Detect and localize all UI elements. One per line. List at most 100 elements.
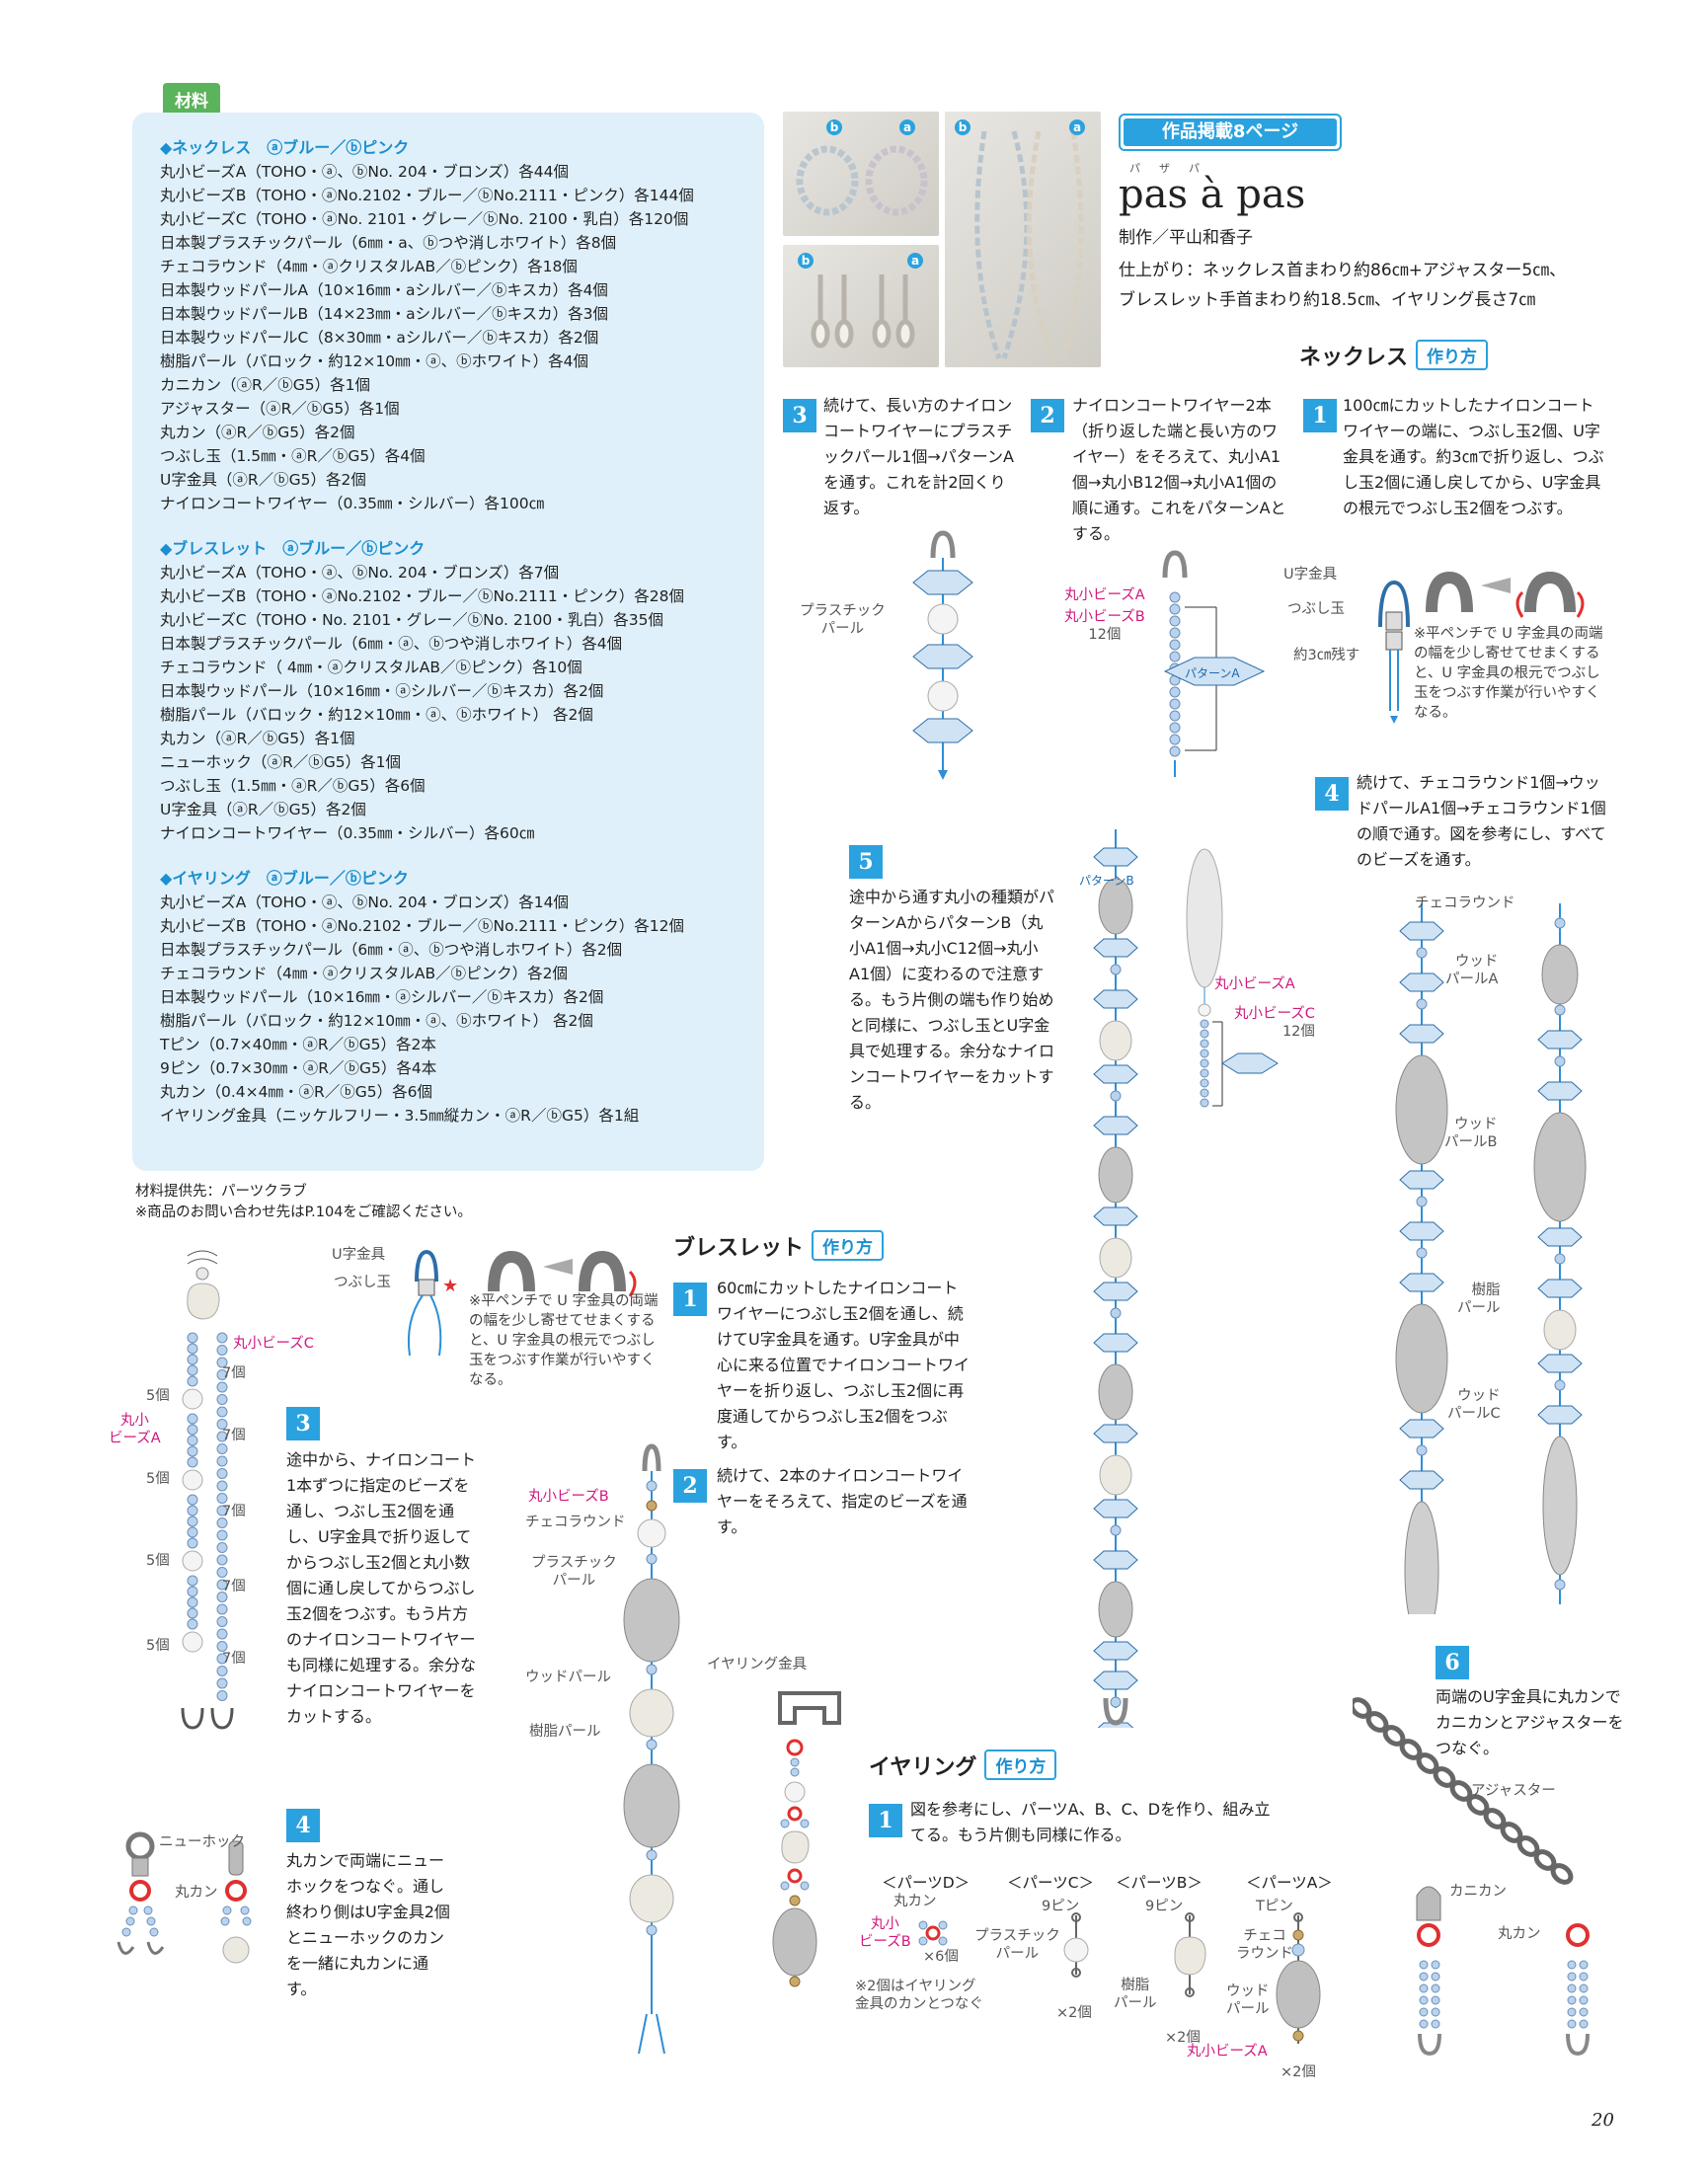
strand-pattern-b: パターンB <box>1079 872 1134 889</box>
earring-material-item: 9ピン（0.7×30㎜・ⓐR／ⓑG5）各4本 <box>160 1056 752 1080</box>
necklace-howto-tag: 作り方 <box>1416 340 1488 370</box>
label-x6: ×6個 <box>923 1948 959 1966</box>
bracelet-material-item: ナイロンコートワイヤー（0.35㎜・シルバー）各60㎝ <box>160 821 752 845</box>
wood-pearl <box>624 1764 679 1847</box>
earring-material-item: 丸小ビーズB（TOHO・ⓐNo.2102・ブルー／ⓑNo.2111・ピンク）各1… <box>160 914 752 938</box>
maru-bead <box>1417 1197 1427 1206</box>
plastic-pearl <box>183 1470 202 1490</box>
maru-bead <box>217 1678 227 1688</box>
necklace-material-item: 丸小ビーズB（TOHO・ⓐNo.2102・ブルー／ⓑNo.2111・ピンク）各1… <box>160 184 752 207</box>
label-newhook: ニューホック <box>159 1833 245 1851</box>
necklace-material-item: 丸小ビーズA（TOHO・ⓐ、ⓑNo. 204・ブロンズ）各44個 <box>160 160 752 184</box>
label-tsubushi-b: つぶし玉 <box>334 1274 391 1291</box>
pattern-b-diamond <box>1094 1065 1137 1083</box>
label-czech-4: チェコラウンド <box>1415 894 1515 912</box>
maru-bead <box>188 1446 197 1456</box>
necklace-step-6-diagram <box>1353 1693 1639 2068</box>
photo-label-a: a <box>899 119 915 135</box>
necklace-material-item: つぶし玉（1.5㎜・ⓐR／ⓑG5）各4個 <box>160 444 752 468</box>
label-maru-c-text: 丸小ビーズC <box>1234 1006 1315 1022</box>
necklace-step-3-number: 3 <box>783 399 816 432</box>
maru-bead <box>217 1382 227 1392</box>
bracelet-heading: ブレスレット作り方 <box>673 1230 884 1262</box>
label-maru-b-12: 丸小ビーズB12個 <box>1064 608 1145 644</box>
photo-label-b: b <box>826 119 842 135</box>
pattern-b-diamond <box>1094 848 1137 866</box>
maru-bead <box>217 1555 227 1565</box>
label-maru-a-b-text: 丸小 ビーズA <box>109 1413 161 1446</box>
earring-material-item: 日本製プラスチックパール（6㎜・ⓐ、ⓑつや消しホワイト）各2個 <box>160 938 752 962</box>
page-number: 20 <box>1592 2110 1614 2131</box>
inquiry-text: ※商品のお問い合わせ先はP.104をご確認ください。 <box>135 1203 472 1223</box>
pattern-diamond <box>1400 1420 1443 1438</box>
label-maru-a-b: 丸小 ビーズA <box>109 1412 161 1447</box>
photo-label-b: b <box>798 253 814 269</box>
maru-bead <box>217 1667 227 1676</box>
earring-material-item: 丸小ビーズA（TOHO・ⓐ、ⓑNo. 204・ブロンズ）各14個 <box>160 891 752 914</box>
supplier-note: 材料提供先：パーツクラブ ※商品のお問い合わせ先はP.104をご確認ください。 <box>135 1182 472 1223</box>
necklace-step-5-strand <box>1071 819 1160 1728</box>
maru-bead <box>217 1346 227 1356</box>
pattern-diamond <box>1400 1025 1443 1043</box>
maru-bead <box>1417 948 1427 958</box>
label-u-kanagu-b: U字金具 <box>332 1246 385 1264</box>
wood-pearl <box>1099 1364 1132 1420</box>
plastic-pearl <box>183 1632 202 1652</box>
necklace-material-item: 樹脂パール（バロック・約12×10㎜・ⓐ、ⓑホワイト）各4個 <box>160 350 752 373</box>
bracelet-material-item: U字金具（ⓐR／ⓑG5）各2個 <box>160 798 752 821</box>
necklace-step-6-number: 6 <box>1436 1646 1469 1679</box>
earring-material-item: チェコラウンド（4㎜・ⓐクリスタルAB／ⓑピンク）各2個 <box>160 962 752 985</box>
label-9pin-b: 9ピン <box>1145 1898 1183 1915</box>
materials-list: ◆ネックレス ⓐブルー／ⓑピンク 丸小ビーズA（TOHO・ⓐ、ⓑNo. 204・… <box>160 136 752 1127</box>
maru-bead <box>217 1456 227 1466</box>
maru-bead <box>188 1597 197 1607</box>
label-7count-5: 7個 <box>222 1650 246 1668</box>
resin-pearl <box>630 1875 673 1922</box>
necklace-step-2-text: ナイロンコートワイヤー2本（折り返した端と長い方のワイヤー）をそろえて、丸小A1… <box>1072 393 1289 547</box>
maru-bead <box>188 1457 197 1467</box>
maru-bead <box>188 1506 197 1516</box>
label-x2-c: ×2個 <box>1056 2004 1092 2022</box>
pattern-diamond <box>1400 1222 1443 1240</box>
necklace-step-3-text: 続けて、長い方のナイロンコートワイヤーにプラスチックパール1個→パターンAを通す… <box>823 393 1021 521</box>
label-5count-1: 5個 <box>146 1387 170 1405</box>
necklace-step-4-number: 4 <box>1315 777 1349 811</box>
wood-pearl-c <box>1543 1437 1577 1575</box>
label-12-count: 12個 <box>1088 627 1121 643</box>
maru-bead <box>217 1494 227 1504</box>
bracelet-material-item: 日本製ウッドパール（10×16㎜・ⓐシルバー／ⓑキスカ）各2個 <box>160 679 752 703</box>
part-d-label: ＜パーツD＞ <box>882 1871 970 1893</box>
label-7count-2: 7個 <box>222 1427 246 1444</box>
label-kanikan: カニカン <box>1449 1883 1507 1901</box>
resin-pearl <box>1100 1021 1131 1060</box>
label-maru-b-e-text: 丸小 ビーズB <box>859 1916 911 1950</box>
pattern-diamond <box>1538 1031 1582 1049</box>
label-3cm-remain: 約3㎝残す <box>1293 647 1359 664</box>
wood-pearl-b <box>1534 1113 1586 1221</box>
photo-earrings: b a <box>783 245 939 367</box>
wood-pearl-a <box>1542 945 1578 1004</box>
label-maru-a-5: 丸小ビーズA <box>1214 975 1295 993</box>
label-9pin-c: 9ピン <box>1042 1898 1079 1915</box>
plastic-pearl <box>183 1389 202 1409</box>
part-b-label: ＜パーツB＞ <box>1116 1871 1203 1893</box>
necklace-plier-note: ※平ペンチで U 字金具の両端の幅を少し寄せてせまくすると、U 字金具の根元でつ… <box>1414 624 1611 723</box>
earring-material-item: 日本製ウッドパール（10×16㎜・ⓐシルバー／ⓑキスカ）各2個 <box>160 985 752 1009</box>
pattern-b-diamond <box>1094 1642 1137 1660</box>
pattern-diamond <box>1400 1471 1443 1489</box>
label-5count-3: 5個 <box>146 1552 170 1570</box>
supplier-text: 材料提供先：パーツクラブ <box>135 1182 472 1203</box>
maru-bead <box>1555 1580 1565 1590</box>
pattern-diamond <box>1400 1274 1443 1291</box>
label-wood-b: ウッドパール <box>525 1669 611 1686</box>
label-wood-b: ウッド パールB <box>1444 1116 1497 1151</box>
bracelet-material-item: ニューホック（ⓐR／ⓑG5）各1個 <box>160 750 752 774</box>
maru-bead <box>217 1395 227 1405</box>
label-tpin: Tピン <box>1256 1898 1293 1915</box>
necklace-material-item: チェコラウンド（4㎜・ⓐクリスタルAB／ⓑピンク）各18個 <box>160 255 752 278</box>
pattern-b-diamond <box>1094 1551 1137 1569</box>
maru-bead <box>1111 965 1121 974</box>
earring-materials-heading: ◆イヤリング ⓐブルー／ⓑピンク <box>160 867 752 891</box>
earring-heading: イヤリング作り方 <box>869 1749 1056 1781</box>
